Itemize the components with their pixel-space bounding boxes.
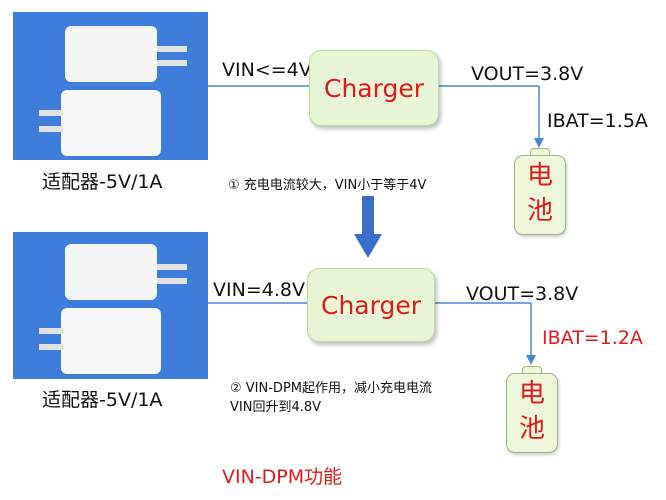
adapter-photo-bottom	[13, 232, 208, 379]
battery-char-bottom-2: 池	[518, 414, 545, 444]
charger-label-bottom: Charger	[321, 290, 421, 320]
down-arrow-icon	[354, 196, 382, 258]
battery-top: 电 池	[514, 155, 566, 235]
note-top: ① 充电电流较大，VIN小于等于4V	[228, 178, 427, 193]
charger-label-top: Charger	[324, 73, 424, 103]
vout-label-bottom: VOUT=3.8V	[466, 283, 579, 305]
battery-char-top-2: 池	[526, 196, 553, 226]
battery-char-bottom-1: 电	[518, 379, 545, 409]
adapter-label-top: 适配器-5V/1A	[42, 171, 163, 193]
charger-box-top: Charger	[309, 50, 439, 126]
battery-char-top-1: 电	[526, 161, 553, 191]
vin-label-bottom: VIN=4.8V	[213, 279, 305, 301]
note-bottom-line1: ② VIN-DPM起作用，减小充电电流	[230, 381, 432, 396]
adapter-label-bottom: 适配器-5V/1A	[42, 389, 163, 411]
vin-label-top: VIN<=4V	[222, 59, 312, 81]
adapter-photo-top	[13, 12, 208, 160]
charger-box-bottom: Charger	[307, 268, 435, 342]
note-bottom-line2: VIN回升到4.8V	[230, 400, 322, 415]
ibat-label-bottom: IBAT=1.2A	[542, 327, 643, 349]
battery-bottom: 电 池	[506, 373, 558, 453]
ibat-label-top: IBAT=1.5A	[547, 110, 648, 132]
diagram-title: VIN-DPM功能	[222, 466, 343, 488]
vout-label-top: VOUT=3.8V	[471, 63, 584, 85]
